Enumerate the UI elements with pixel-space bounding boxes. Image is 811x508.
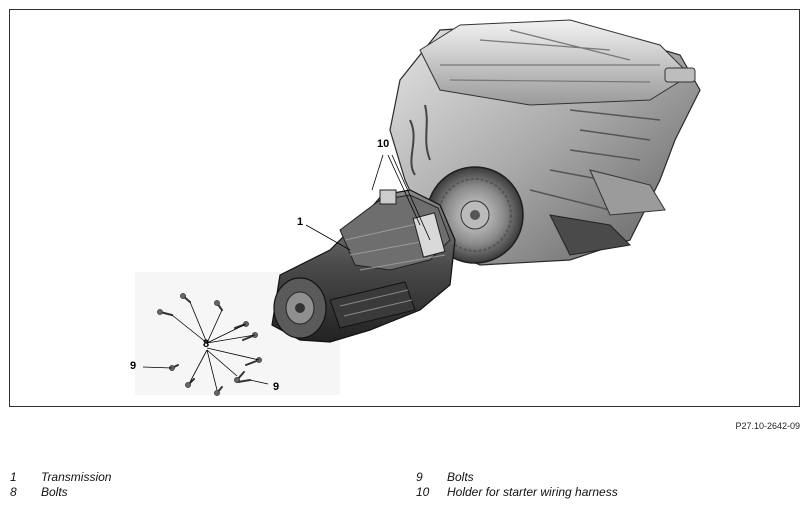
figure-reference: P27.10-2642-09 xyxy=(735,421,800,431)
legend-item: 8 Bolts xyxy=(10,485,111,500)
legend-item: 1 Transmission xyxy=(10,470,111,485)
legend-left: 1 Transmission 8 Bolts xyxy=(10,470,111,500)
legend-text: Holder for starter wiring harness xyxy=(447,485,618,499)
illustration-frame: 1 8 9 9 10 xyxy=(9,9,800,407)
callout-holder-starter-harness: 10 xyxy=(377,138,390,150)
legend-number: 10 xyxy=(416,485,430,499)
callout-transmission: 1 xyxy=(297,216,304,228)
callout-bolts-8: 8 xyxy=(203,338,210,350)
legend-number: 9 xyxy=(416,470,423,484)
callout-bolts-9-right: 9 xyxy=(273,381,280,393)
legend-text: Bolts xyxy=(41,485,68,499)
legend-number: 1 xyxy=(10,470,17,484)
engine-transmission-illustration xyxy=(135,19,701,396)
legend-item: 10 Holder for starter wiring harness xyxy=(416,485,618,500)
legend-item: 9 Bolts xyxy=(416,470,618,485)
legend-number: 8 xyxy=(10,485,17,499)
legend-right: 9 Bolts 10 Holder for starter wiring har… xyxy=(416,470,618,500)
leader-lines xyxy=(142,154,431,391)
callout-bolts-9-left: 9 xyxy=(130,360,137,372)
transmission xyxy=(271,189,456,343)
engine-block xyxy=(389,19,701,266)
legend-text: Transmission xyxy=(41,470,112,484)
legend-text: Bolts xyxy=(447,470,474,484)
